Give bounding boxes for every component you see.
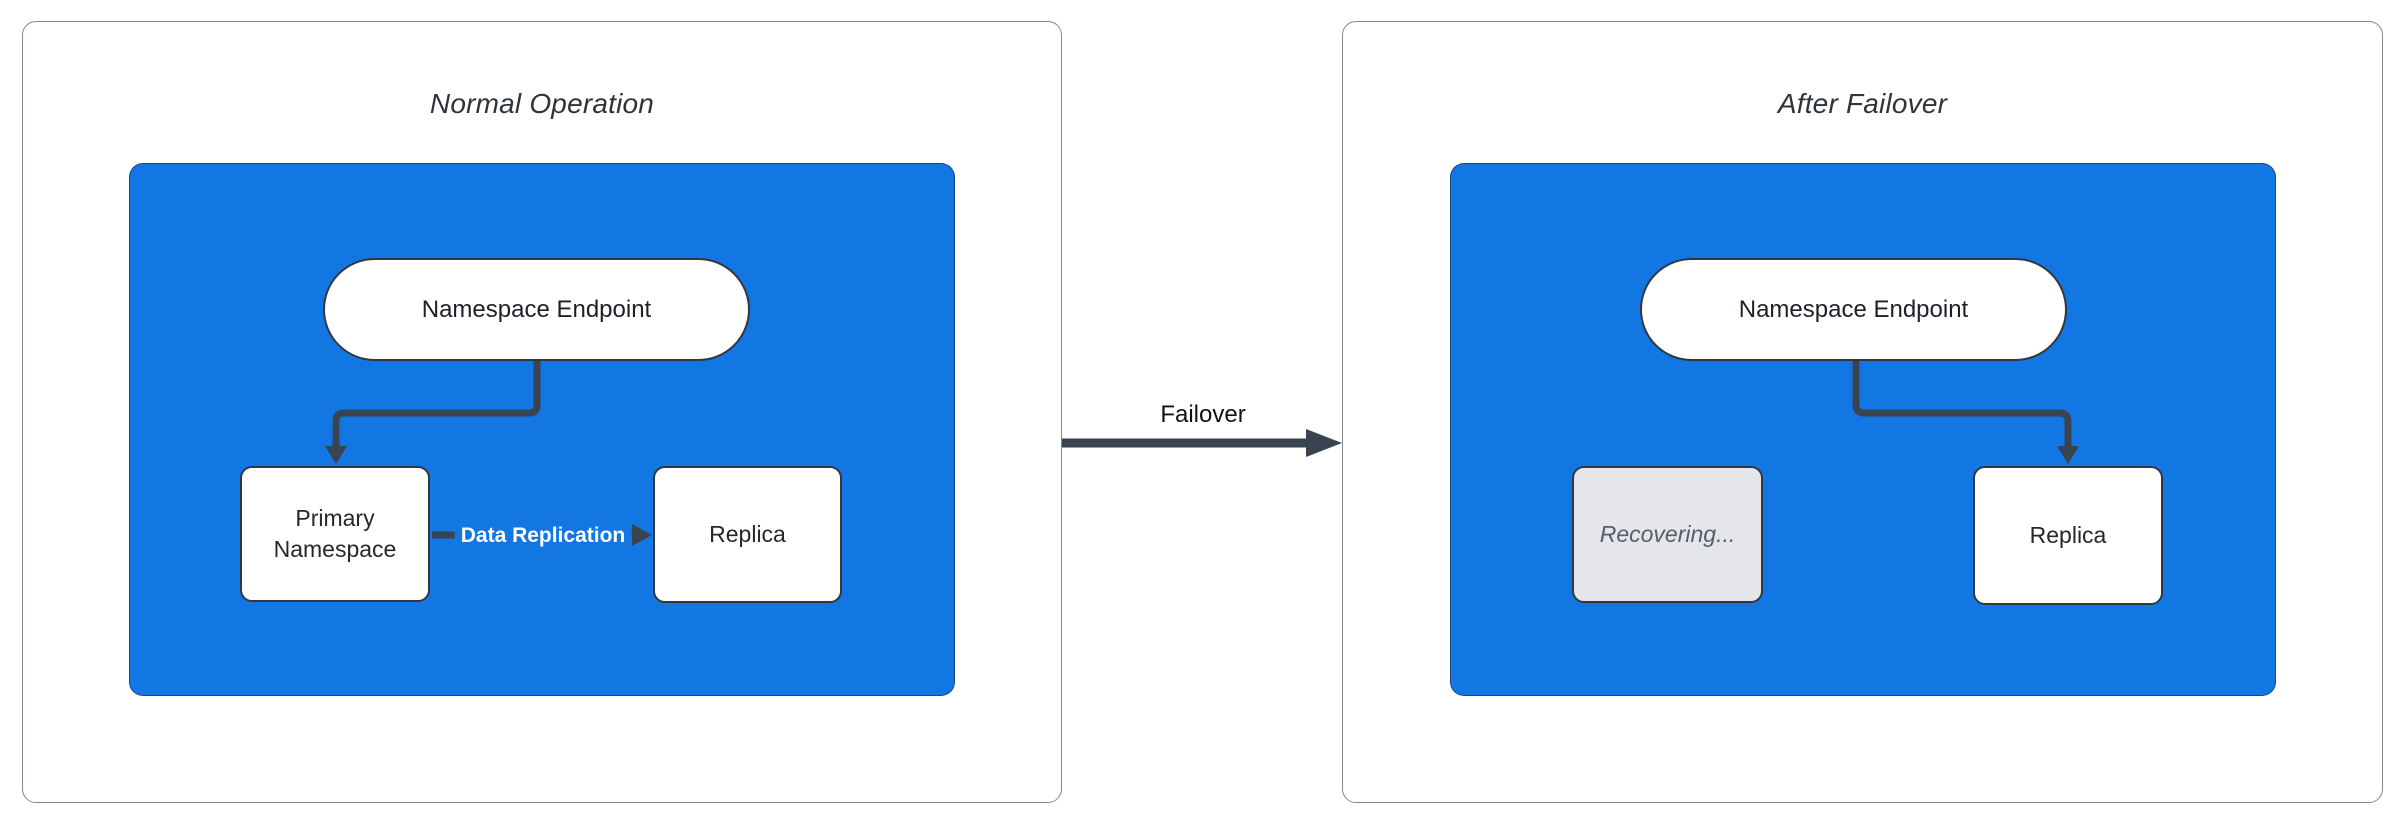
namespace-container-failover bbox=[1450, 163, 2276, 696]
panel-title-normal-operation: Normal Operation bbox=[429, 88, 655, 119]
node-namespace-endpoint-failover: Namespace Endpoint bbox=[1640, 258, 2067, 361]
edge-label-data-replication: Data Replication bbox=[454, 523, 632, 549]
panel-title-after-failover: After Failover bbox=[1777, 88, 1948, 119]
node-replica-failover: Replica bbox=[1973, 466, 2163, 605]
node-recovering: Recovering... bbox=[1572, 466, 1763, 603]
node-namespace-endpoint-normal-label: Namespace Endpoint bbox=[421, 295, 652, 323]
node-replica-normal-label: Replica bbox=[709, 520, 786, 547]
node-namespace-endpoint-normal: Namespace Endpoint bbox=[323, 258, 750, 361]
node-replica-failover-label: Replica bbox=[2029, 521, 2107, 548]
node-primary-namespace: Primary Namespace bbox=[240, 466, 430, 602]
node-primary-namespace-label: Primary Namespace bbox=[273, 504, 397, 562]
node-recovering-label: Recovering... bbox=[1599, 520, 1736, 547]
edge-failover-arrowhead bbox=[1306, 429, 1342, 457]
node-replica-normal: Replica bbox=[653, 466, 842, 603]
node-namespace-endpoint-failover-label: Namespace Endpoint bbox=[1738, 295, 1969, 323]
edge-label-failover: Failover bbox=[1160, 401, 1246, 428]
namespace-container-normal bbox=[129, 163, 955, 696]
